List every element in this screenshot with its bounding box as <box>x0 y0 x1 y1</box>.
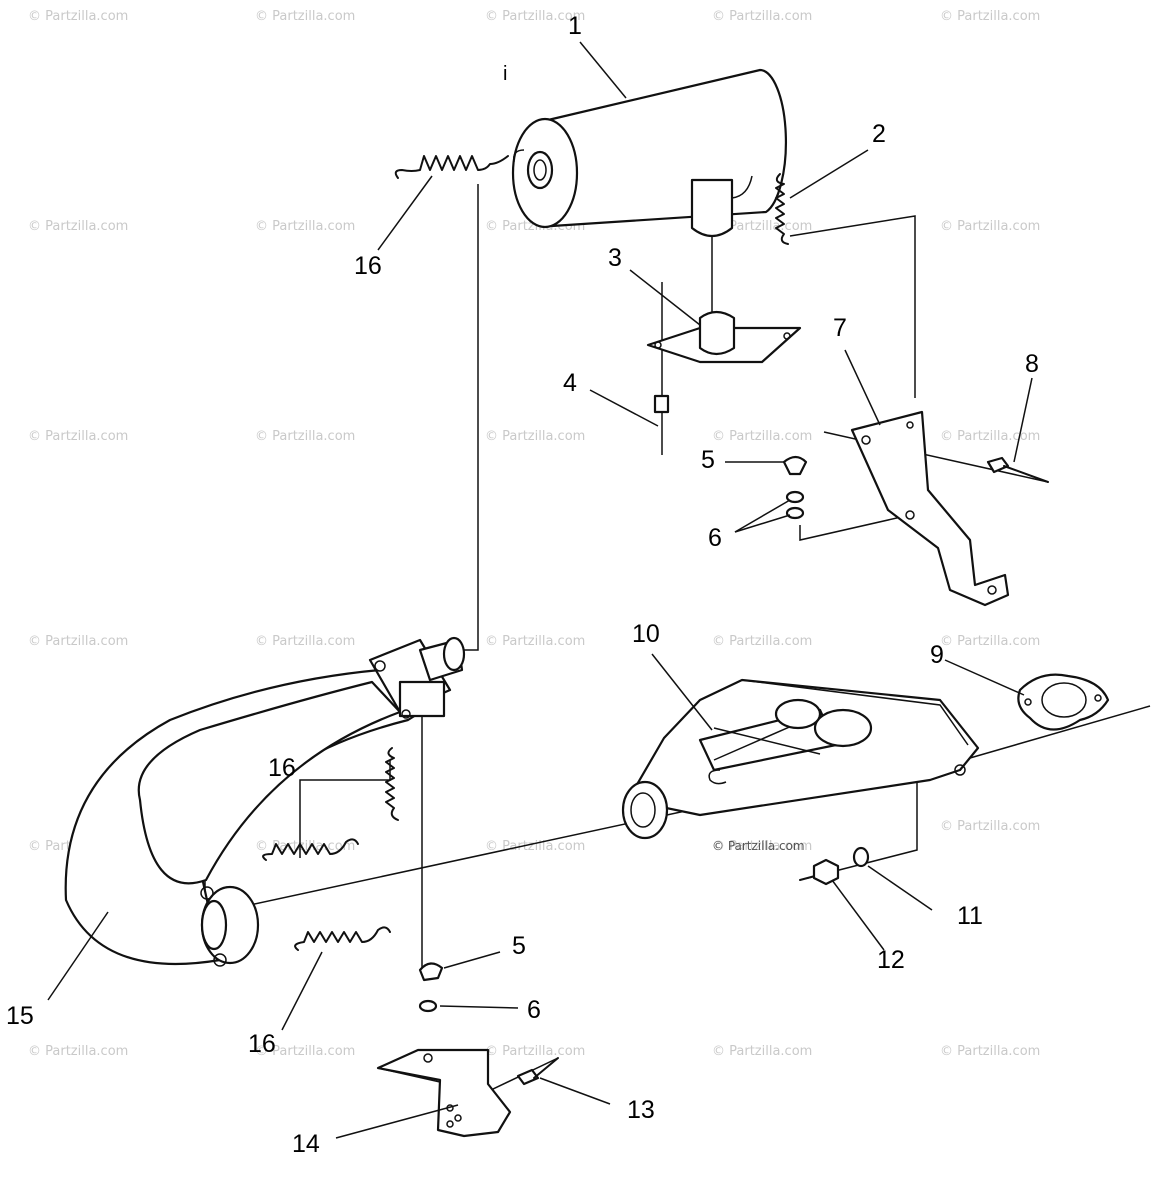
callout-10: 10 <box>632 620 660 648</box>
callout-9: 9 <box>930 641 944 669</box>
watermark: © Partzilla.com <box>485 1044 585 1059</box>
watermark: © Partzilla.com <box>28 429 128 444</box>
watermark: © Partzilla.com <box>28 634 128 649</box>
callout-13: 13 <box>627 1096 655 1124</box>
grommet-lower <box>418 962 444 1013</box>
muffler <box>511 68 788 238</box>
callout-5: 5 <box>701 446 715 474</box>
upper-bracket <box>850 410 1010 607</box>
watermark: © Partzilla.com <box>712 219 812 234</box>
watermark: © Partzilla.com <box>712 9 812 24</box>
callout-6: 6 <box>527 996 541 1024</box>
watermark: © Partzilla.com <box>940 1044 1040 1059</box>
springs <box>262 155 789 951</box>
watermark: © Partzilla.com <box>255 429 355 444</box>
watermark: © Partzilla.com <box>28 9 128 24</box>
watermark: © Partzilla.com <box>940 9 1040 24</box>
grommet-upper <box>782 455 808 520</box>
watermark: © Partzilla.com <box>485 429 585 444</box>
bolts <box>516 394 1049 1086</box>
watermark: © Partzilla.com <box>712 429 812 444</box>
exhaust-manifold <box>621 678 980 840</box>
watermark: © Partzilla.com <box>940 429 1040 444</box>
watermark: © Partzilla.com <box>485 839 585 854</box>
callout-16: 16 <box>268 754 296 782</box>
watermark: © Partzilla.com <box>28 219 128 234</box>
callout-7: 7 <box>833 314 847 342</box>
watermark: © Partzilla.com <box>940 819 1040 834</box>
watermark: © Partzilla.com <box>712 1044 812 1059</box>
watermark: © Partzilla.com <box>255 1044 355 1059</box>
watermark: © Partzilla.com <box>712 634 812 649</box>
callout-1: 1 <box>568 12 582 40</box>
watermark: © Partzilla.com <box>255 634 355 649</box>
callout-11: 11 <box>957 902 983 930</box>
leader-lines <box>47 41 1033 1139</box>
watermark: © Partzilla.com <box>712 839 812 854</box>
watermark: © Partzilla.com <box>712 839 805 853</box>
nut-washer <box>799 846 870 886</box>
assembly-lines <box>204 184 1151 1101</box>
watermark: © Partzilla.com <box>940 219 1040 234</box>
expansion-chamber <box>64 636 466 967</box>
callout-14: 14 <box>292 1130 320 1158</box>
callout-2: 2 <box>872 120 886 148</box>
watermark: © Partzilla.com <box>485 9 585 24</box>
lower-bracket <box>376 1048 512 1138</box>
watermark: © Partzilla.com <box>485 634 585 649</box>
callout-6: 6 <box>708 524 722 552</box>
callout-3: 3 <box>608 244 622 272</box>
watermark: © Partzilla.com <box>255 219 355 234</box>
callout-12: 12 <box>877 946 905 974</box>
callout-16: 16 <box>248 1030 276 1058</box>
watermark: © Partzilla.com <box>28 1044 128 1059</box>
gasket <box>1017 673 1110 731</box>
callout-numbers: 1 2 3 4 5 6 7 8 9 10 11 12 5 6 13 14 15 … <box>6 12 1039 1158</box>
stray-mark: i <box>503 63 507 85</box>
callout-15: 15 <box>6 1002 34 1030</box>
callout-5: 5 <box>512 932 526 960</box>
watermark: © Partzilla.com <box>940 634 1040 649</box>
callout-4: 4 <box>563 369 577 397</box>
callout-8: 8 <box>1025 350 1039 378</box>
watermark: © Partzilla.com <box>255 9 355 24</box>
callout-16: 16 <box>354 252 382 280</box>
muffler-mount <box>646 310 802 364</box>
